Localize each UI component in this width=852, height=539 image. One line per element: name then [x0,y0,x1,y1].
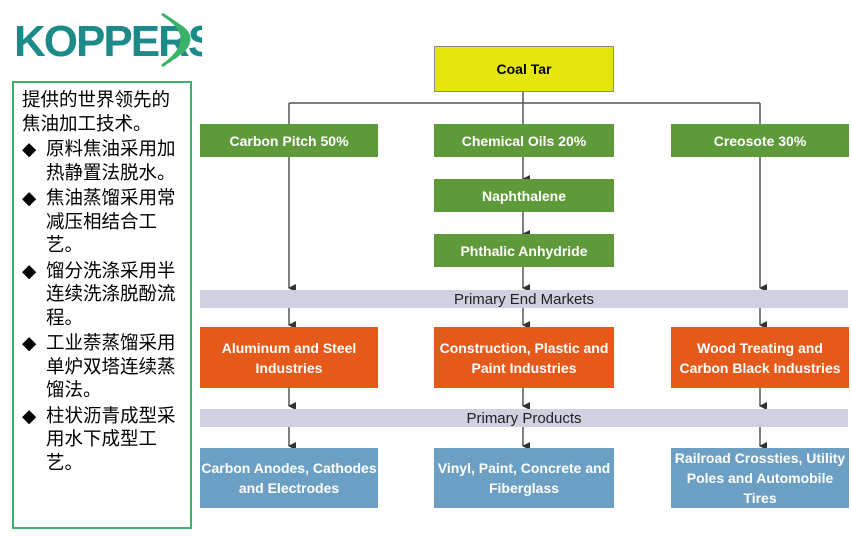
koppers-logo: KOPPERS [12,4,218,76]
bullet-item: ◆ 馏分洗涤采用半连续洗涤脱酚流程。 [22,260,176,329]
bullet-item: ◆ 柱状沥青成型采用水下成型工艺。 [22,405,176,474]
bullet-item: ◆ 工业萘蒸馏采用单炉双塔连续蒸馏法。 [22,333,176,401]
vinyl-paint-node: Vinyl, Paint, Concrete and Fiberglass [434,448,614,508]
railroad-crossties-node: Railroad Crossties, Utility Poles and Au… [671,448,849,508]
intro-text: 提供的世界领先的焦油加工技术。 [22,90,171,135]
process-highlights-box: 提供的世界领先的焦油加工技术。 ◆ 原料焦油采用加热静置法脱水。 ◆ 焦油蒸馏采… [12,81,192,529]
diamond-bullet-icon: ◆ [22,260,37,282]
phthalic-anhydride-node: Phthalic Anhydride [434,234,614,267]
diamond-bullet-icon: ◆ [22,405,37,427]
wood-treating-carbon-black-node: Wood Treating and Carbon Black Industrie… [671,327,849,388]
logo-swoosh-icon [161,12,191,68]
primary-products-band: Primary Products [200,409,848,427]
bullet-item: ◆ 原料焦油采用加热静置法脱水。 [22,139,176,184]
chemical-oils-node: Chemical Oils 20% [434,124,614,157]
naphthalene-node: Naphthalene [434,179,614,212]
coal-tar-node: Coal Tar [434,46,614,92]
aluminum-steel-node: Aluminum and Steel Industries [200,327,378,388]
diamond-bullet-icon: ◆ [22,139,37,160]
construction-plastic-paint-node: Construction, Plastic and Paint Industri… [434,327,614,388]
carbon-pitch-node: Carbon Pitch 50% [200,124,378,157]
creosote-node: Creosote 30% [671,124,849,157]
bullet-item: ◆ 焦油蒸馏采用常减压相结合工艺。 [22,188,176,256]
primary-end-markets-band: Primary End Markets [200,290,848,308]
diamond-bullet-icon: ◆ [22,188,37,209]
diamond-bullet-icon: ◆ [22,333,37,354]
carbon-anodes-node: Carbon Anodes, Cathodes and Electrodes [200,448,378,508]
